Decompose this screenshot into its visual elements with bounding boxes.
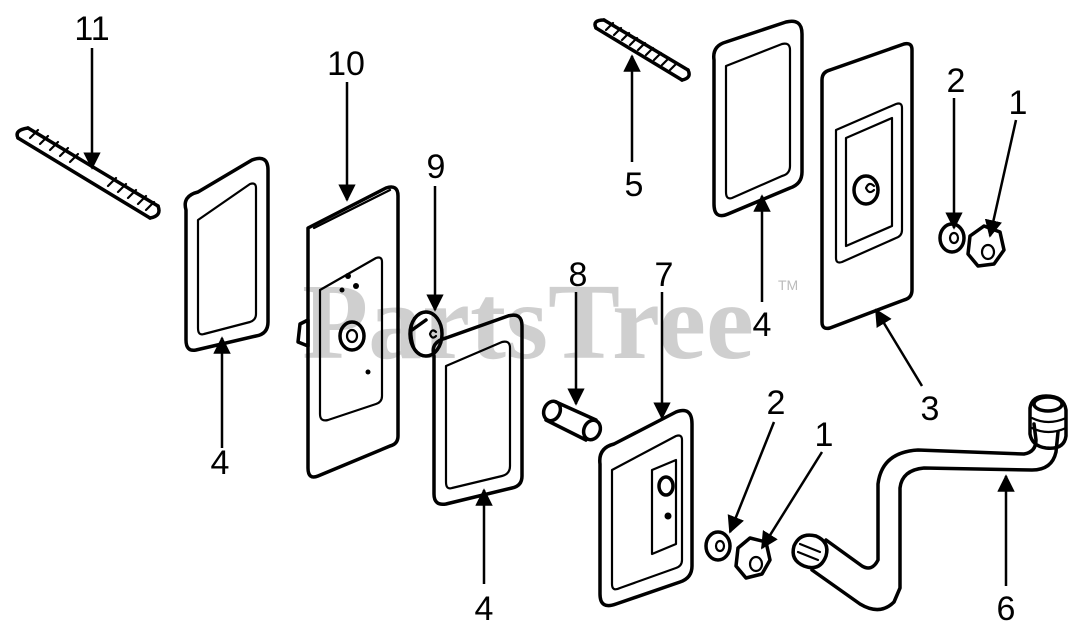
- part-7-cover: [598, 408, 694, 608]
- watermark: PartsTree: [302, 263, 754, 382]
- part-1-nut-top: [966, 224, 1006, 268]
- arrow-2-bottom: [727, 421, 776, 534]
- part-1-nut-bottom: [734, 536, 772, 580]
- callout-1-top: 1: [1009, 84, 1028, 122]
- callout-4-right: 4: [753, 306, 772, 344]
- part-10-plate: [296, 185, 400, 479]
- callout-arrows: [83, 48, 1018, 586]
- part-2-washer-top: [938, 222, 966, 254]
- arrow-3: [874, 308, 924, 387]
- callout-labels: 11 10 9 4 8 7 4 5 4 3 2 1 2 1 6: [74, 10, 1027, 628]
- part-5-stud: [593, 18, 691, 82]
- part-8-spacer: [541, 399, 603, 442]
- callout-6: 6: [997, 590, 1016, 628]
- callout-9: 9: [427, 148, 446, 186]
- callout-11: 11: [74, 10, 109, 48]
- arrow-1-bottom: [760, 451, 824, 550]
- part-3-plate: [820, 41, 914, 331]
- part-4-gasket-middle: [431, 313, 524, 507]
- callout-4-left: 4: [211, 444, 230, 482]
- callout-3: 3: [921, 390, 940, 428]
- part-6-pipe: [791, 394, 1068, 612]
- part-9-cap: [408, 310, 444, 358]
- callout-4-middle: 4: [475, 590, 494, 628]
- callout-2-bottom: 2: [767, 384, 786, 422]
- part-4-gasket-left: [183, 156, 270, 353]
- callout-7: 7: [655, 256, 674, 294]
- watermark-trademark: TM: [778, 277, 798, 293]
- callout-10: 10: [327, 45, 365, 83]
- callout-2-top: 2: [947, 62, 966, 100]
- callout-1-bottom: 1: [815, 416, 834, 454]
- part-4-gasket-right: [712, 19, 804, 218]
- callout-5: 5: [625, 166, 644, 204]
- part-2-washer-bottom: [704, 530, 732, 562]
- part-11-stud: [15, 126, 161, 220]
- callout-8: 8: [569, 256, 588, 294]
- arrow-1-top: [984, 119, 1018, 238]
